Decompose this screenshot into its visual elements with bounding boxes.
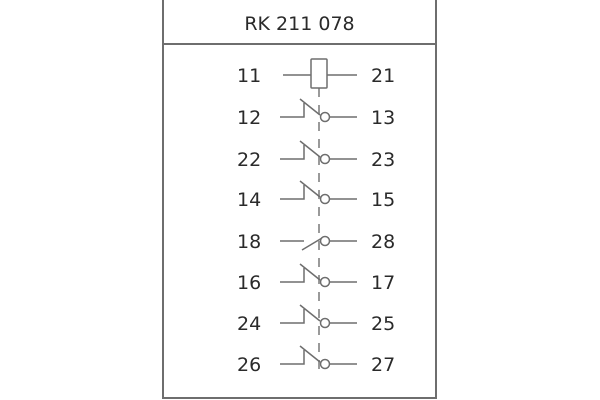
contact-row: 24 25: [237, 304, 395, 335]
contact-left-terminal-label: 12: [237, 107, 261, 129]
normally-open-contact-icon: [280, 235, 357, 251]
normally-closed-contact-icon: [280, 140, 357, 165]
contact-left-terminal-label: 16: [237, 272, 261, 294]
normally-closed-contact-icon: [280, 98, 357, 123]
coil-left-terminal-label: 11: [237, 65, 261, 87]
contact-row: 22 23: [237, 140, 395, 171]
contact-right-terminal-label: 13: [371, 107, 395, 129]
coil-right-terminal-label: 21: [371, 65, 395, 87]
normally-closed-contact-icon: [280, 345, 357, 370]
contact-left-terminal-label: 14: [237, 189, 261, 211]
relay-coil-icon: [310, 58, 328, 89]
contact-right-terminal-label: 23: [371, 149, 395, 171]
contact-row: 12 13: [237, 98, 395, 129]
contact-left-terminal-label: 22: [237, 149, 261, 171]
normally-closed-contact-icon: [280, 180, 357, 205]
contact-left-terminal-label: 26: [237, 354, 261, 376]
contact-right-terminal-label: 25: [371, 313, 395, 335]
normally-closed-contact-icon: [280, 263, 357, 288]
contact-row: 14 15: [237, 180, 395, 211]
contact-right-terminal-label: 17: [371, 272, 395, 294]
contact-row: 26 27: [237, 345, 395, 376]
diagram-title: RK 211 078: [164, 0, 435, 45]
contact-right-terminal-label: 27: [371, 354, 395, 376]
contact-right-terminal-label: 15: [371, 189, 395, 211]
coil-row: 11 21: [237, 58, 395, 89]
contact-left-terminal-label: 18: [237, 231, 261, 253]
contact-right-terminal-label: 28: [371, 231, 395, 253]
contact-left-terminal-label: 24: [237, 313, 261, 335]
normally-closed-contact-icon: [280, 304, 357, 329]
